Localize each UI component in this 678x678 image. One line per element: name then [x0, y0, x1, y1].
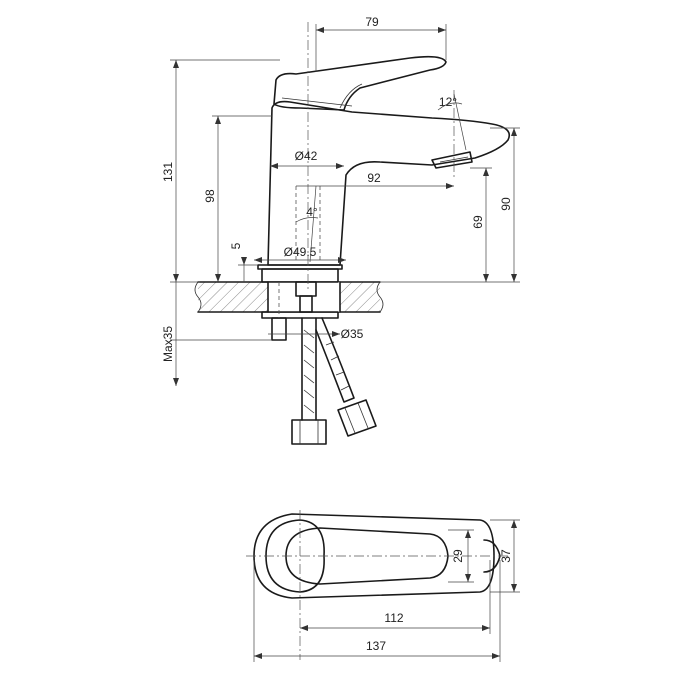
dim-137: 137 — [366, 639, 386, 653]
dim-69: 69 — [471, 215, 485, 229]
dimension-lines — [170, 24, 520, 386]
lever-handle — [273, 55, 447, 111]
dim-max35: Max35 — [161, 326, 175, 362]
dim-131: 131 — [161, 162, 175, 182]
dim-o42: Ø42 — [295, 149, 318, 163]
dim-90: 90 — [499, 197, 513, 211]
side-elevation: 79 12° 131 Ø42 92 98 90 69 4° 5 Ø49.5 Ø3… — [161, 15, 520, 445]
dim-o49-5: Ø49.5 — [284, 245, 317, 259]
dim-112: 112 — [384, 611, 403, 625]
plan-view: 29 37 112 137 — [246, 510, 520, 662]
mounting-hardware — [261, 281, 339, 341]
dimension-arrows — [173, 27, 517, 386]
dim-12-deg: 12° — [439, 95, 457, 109]
dim-29: 29 — [451, 549, 465, 563]
dim-37: 37 — [499, 549, 513, 563]
dim-o35: Ø35 — [341, 327, 364, 341]
dim-5: 5 — [229, 242, 243, 249]
supply-hoses — [291, 317, 377, 445]
dim-4-deg: 4° — [306, 205, 318, 219]
dim-92: 92 — [367, 171, 381, 185]
plan-dimension-lines — [253, 519, 520, 662]
dim-79: 79 — [365, 15, 379, 29]
plan-dimension-arrows — [254, 520, 517, 659]
dim-98: 98 — [203, 189, 217, 203]
countertop-section — [194, 281, 384, 313]
